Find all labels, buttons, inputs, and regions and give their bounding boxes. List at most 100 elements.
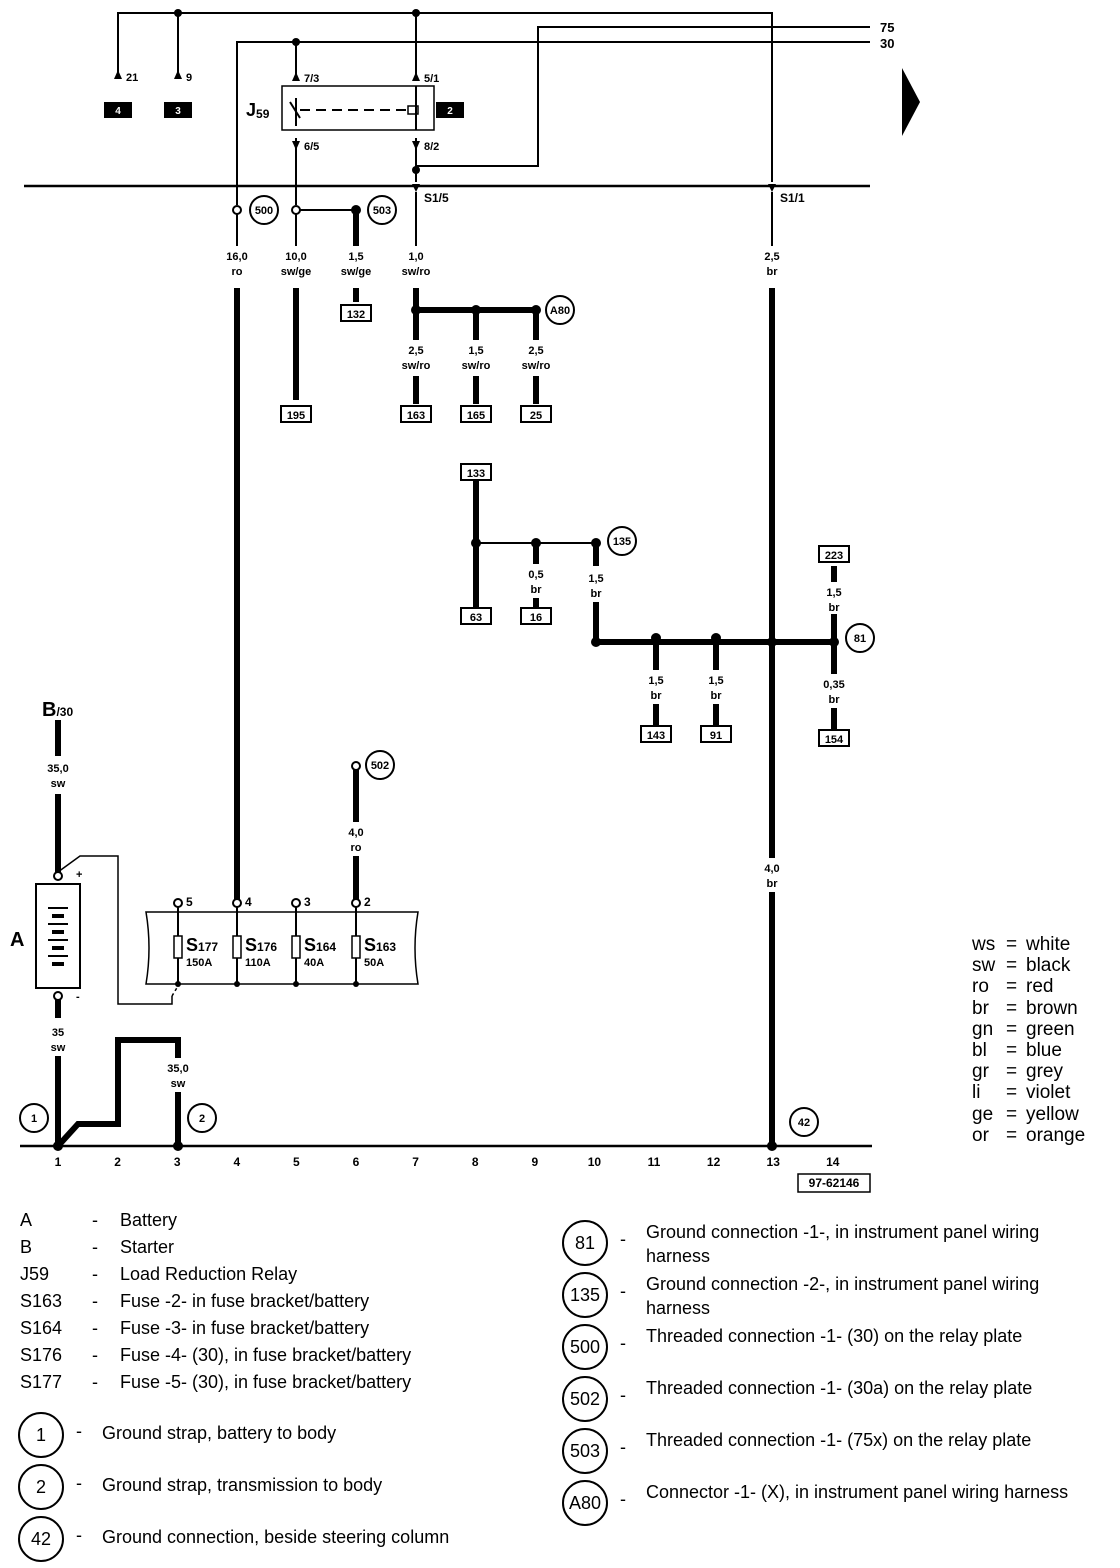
connector-label: 91 bbox=[710, 730, 722, 742]
fuse-amps: 50A bbox=[364, 957, 384, 969]
connector-box-154 bbox=[818, 729, 850, 747]
connector-box-163 bbox=[400, 405, 432, 423]
ref-500-label: 500 bbox=[255, 205, 273, 217]
column-number: 9 bbox=[531, 1155, 538, 1169]
key-description: Ground connection -2-, in instrument pan… bbox=[646, 1274, 1040, 1318]
key-dash: - bbox=[620, 1229, 626, 1249]
splice-s1-5: S1/5 bbox=[424, 191, 449, 205]
fuse-name: S176 bbox=[245, 935, 277, 955]
color-code: ws bbox=[972, 934, 996, 955]
color-name: black bbox=[1026, 955, 1071, 977]
color-equals: = bbox=[1006, 997, 1018, 1019]
wire-size-label: 0,35 bbox=[823, 679, 844, 691]
wire-color-label: br bbox=[651, 690, 663, 702]
fuse-name: S163 bbox=[364, 935, 396, 955]
column-number: 10 bbox=[588, 1155, 602, 1169]
key-description: Battery bbox=[120, 1210, 178, 1230]
column-number: 1 bbox=[55, 1155, 62, 1169]
ref-2-circle bbox=[187, 1103, 217, 1133]
connector-box-195 bbox=[280, 405, 312, 423]
key-circle-code: 42 bbox=[18, 1516, 64, 1562]
key-circle-code: 2 bbox=[18, 1464, 64, 1510]
color-legend-item: sw=black bbox=[972, 955, 1070, 976]
location-box-2-label: 2 bbox=[447, 106, 453, 117]
continuation-arrow-icon bbox=[902, 68, 920, 136]
key-circle-code: 500 bbox=[562, 1324, 608, 1370]
ref-135-label: 135 bbox=[613, 536, 631, 548]
color-name: orange bbox=[1026, 1124, 1086, 1146]
wiring-diagram: 21 9 4 3 75 30 J59 7/3 5/1 6/5 8/2 2 S1/… bbox=[10, 9, 920, 1193]
ref-502-label: 502 bbox=[371, 760, 389, 772]
key-dash: - bbox=[620, 1333, 626, 1353]
wire-size-label: 2,5 bbox=[764, 251, 779, 263]
key-description: Ground connection, beside steering colum… bbox=[102, 1527, 450, 1547]
wire-size-label: 4,0 bbox=[764, 863, 779, 875]
wire-color-label: sw bbox=[51, 1042, 66, 1054]
battery-minus: - bbox=[76, 991, 80, 1003]
key-code: S164 bbox=[20, 1318, 63, 1338]
key-dash: - bbox=[620, 1385, 626, 1405]
color-equals: = bbox=[1006, 1082, 1018, 1104]
connector-label: 165 bbox=[467, 410, 485, 422]
relay-pin-8-2: 8/2 bbox=[424, 141, 439, 153]
wire-size-label: 2,5 bbox=[408, 345, 423, 357]
color-legend-item: ws=white bbox=[972, 934, 1070, 955]
wire-size-label: 2,5 bbox=[528, 345, 543, 357]
ref-81-label: 81 bbox=[854, 633, 866, 645]
column-number: 4 bbox=[233, 1155, 240, 1169]
fuse-symbol bbox=[232, 935, 242, 959]
ref-42-label: 42 bbox=[798, 1117, 810, 1129]
key-description: Threaded connection -1- (30) on the rela… bbox=[646, 1326, 1023, 1346]
wire-color-label: sw/ro bbox=[402, 360, 431, 372]
key-code: J59 bbox=[20, 1264, 50, 1284]
wire-color-label: sw/ro bbox=[522, 360, 551, 372]
fuse-amps: 40A bbox=[304, 957, 324, 969]
color-equals: = bbox=[1006, 1124, 1018, 1146]
connector-label: 16 bbox=[530, 612, 542, 624]
color-name: violet bbox=[1026, 1082, 1071, 1104]
connector-box-132 bbox=[340, 304, 372, 322]
wire-size-label: 16,0 bbox=[226, 251, 247, 263]
key-description: Threaded connection -1- (75x) on the rel… bbox=[646, 1430, 1032, 1450]
starter-label: B/30 bbox=[42, 699, 73, 721]
location-box-2 bbox=[436, 102, 464, 118]
key-description: Threaded connection -1- (30a) on the rel… bbox=[646, 1378, 1033, 1398]
color-code: li bbox=[972, 1082, 981, 1104]
wire-size-label: 1,5 bbox=[468, 345, 483, 357]
color-code: gr bbox=[972, 1061, 989, 1083]
connector-label: 223 bbox=[825, 550, 843, 562]
wire-color-label: ro bbox=[351, 842, 362, 854]
battery-plus: + bbox=[76, 869, 82, 881]
ref-135-circle bbox=[607, 526, 637, 556]
ref-81-circle bbox=[845, 623, 875, 653]
relay-j59-label: J59 bbox=[246, 100, 270, 121]
key-description: Ground connection -1-, in instrument pan… bbox=[646, 1222, 1040, 1266]
key-description: Starter bbox=[120, 1237, 175, 1257]
column-number: 14 bbox=[826, 1155, 840, 1169]
key-description: Fuse -3- in fuse bracket/battery bbox=[120, 1318, 370, 1338]
key-dash: - bbox=[92, 1264, 98, 1284]
pin-9-label: 9 bbox=[186, 72, 192, 84]
column-number: 6 bbox=[353, 1155, 360, 1169]
key-dash: - bbox=[92, 1210, 98, 1230]
color-name: red bbox=[1026, 976, 1054, 998]
color-equals: = bbox=[1006, 976, 1018, 998]
connector-label: 63 bbox=[470, 612, 482, 624]
wire-color-label: br bbox=[591, 588, 603, 600]
color-code: ro bbox=[972, 976, 989, 998]
key-circle-code: 81 bbox=[562, 1220, 608, 1266]
location-box-3 bbox=[164, 102, 192, 118]
key-description: Load Reduction Relay bbox=[120, 1264, 298, 1284]
column-number: 8 bbox=[472, 1155, 479, 1169]
wire-color-label: sw bbox=[171, 1078, 186, 1090]
key-dash: - bbox=[76, 1421, 82, 1441]
terminal-75-label: 75 bbox=[880, 20, 894, 35]
ref-1-circle bbox=[19, 1103, 49, 1133]
color-code: ge bbox=[972, 1103, 994, 1125]
ref-503-label: 503 bbox=[373, 205, 391, 217]
battery-box bbox=[35, 883, 81, 989]
wire-color-label: sw/ge bbox=[341, 266, 372, 278]
color-name: blue bbox=[1026, 1040, 1062, 1061]
